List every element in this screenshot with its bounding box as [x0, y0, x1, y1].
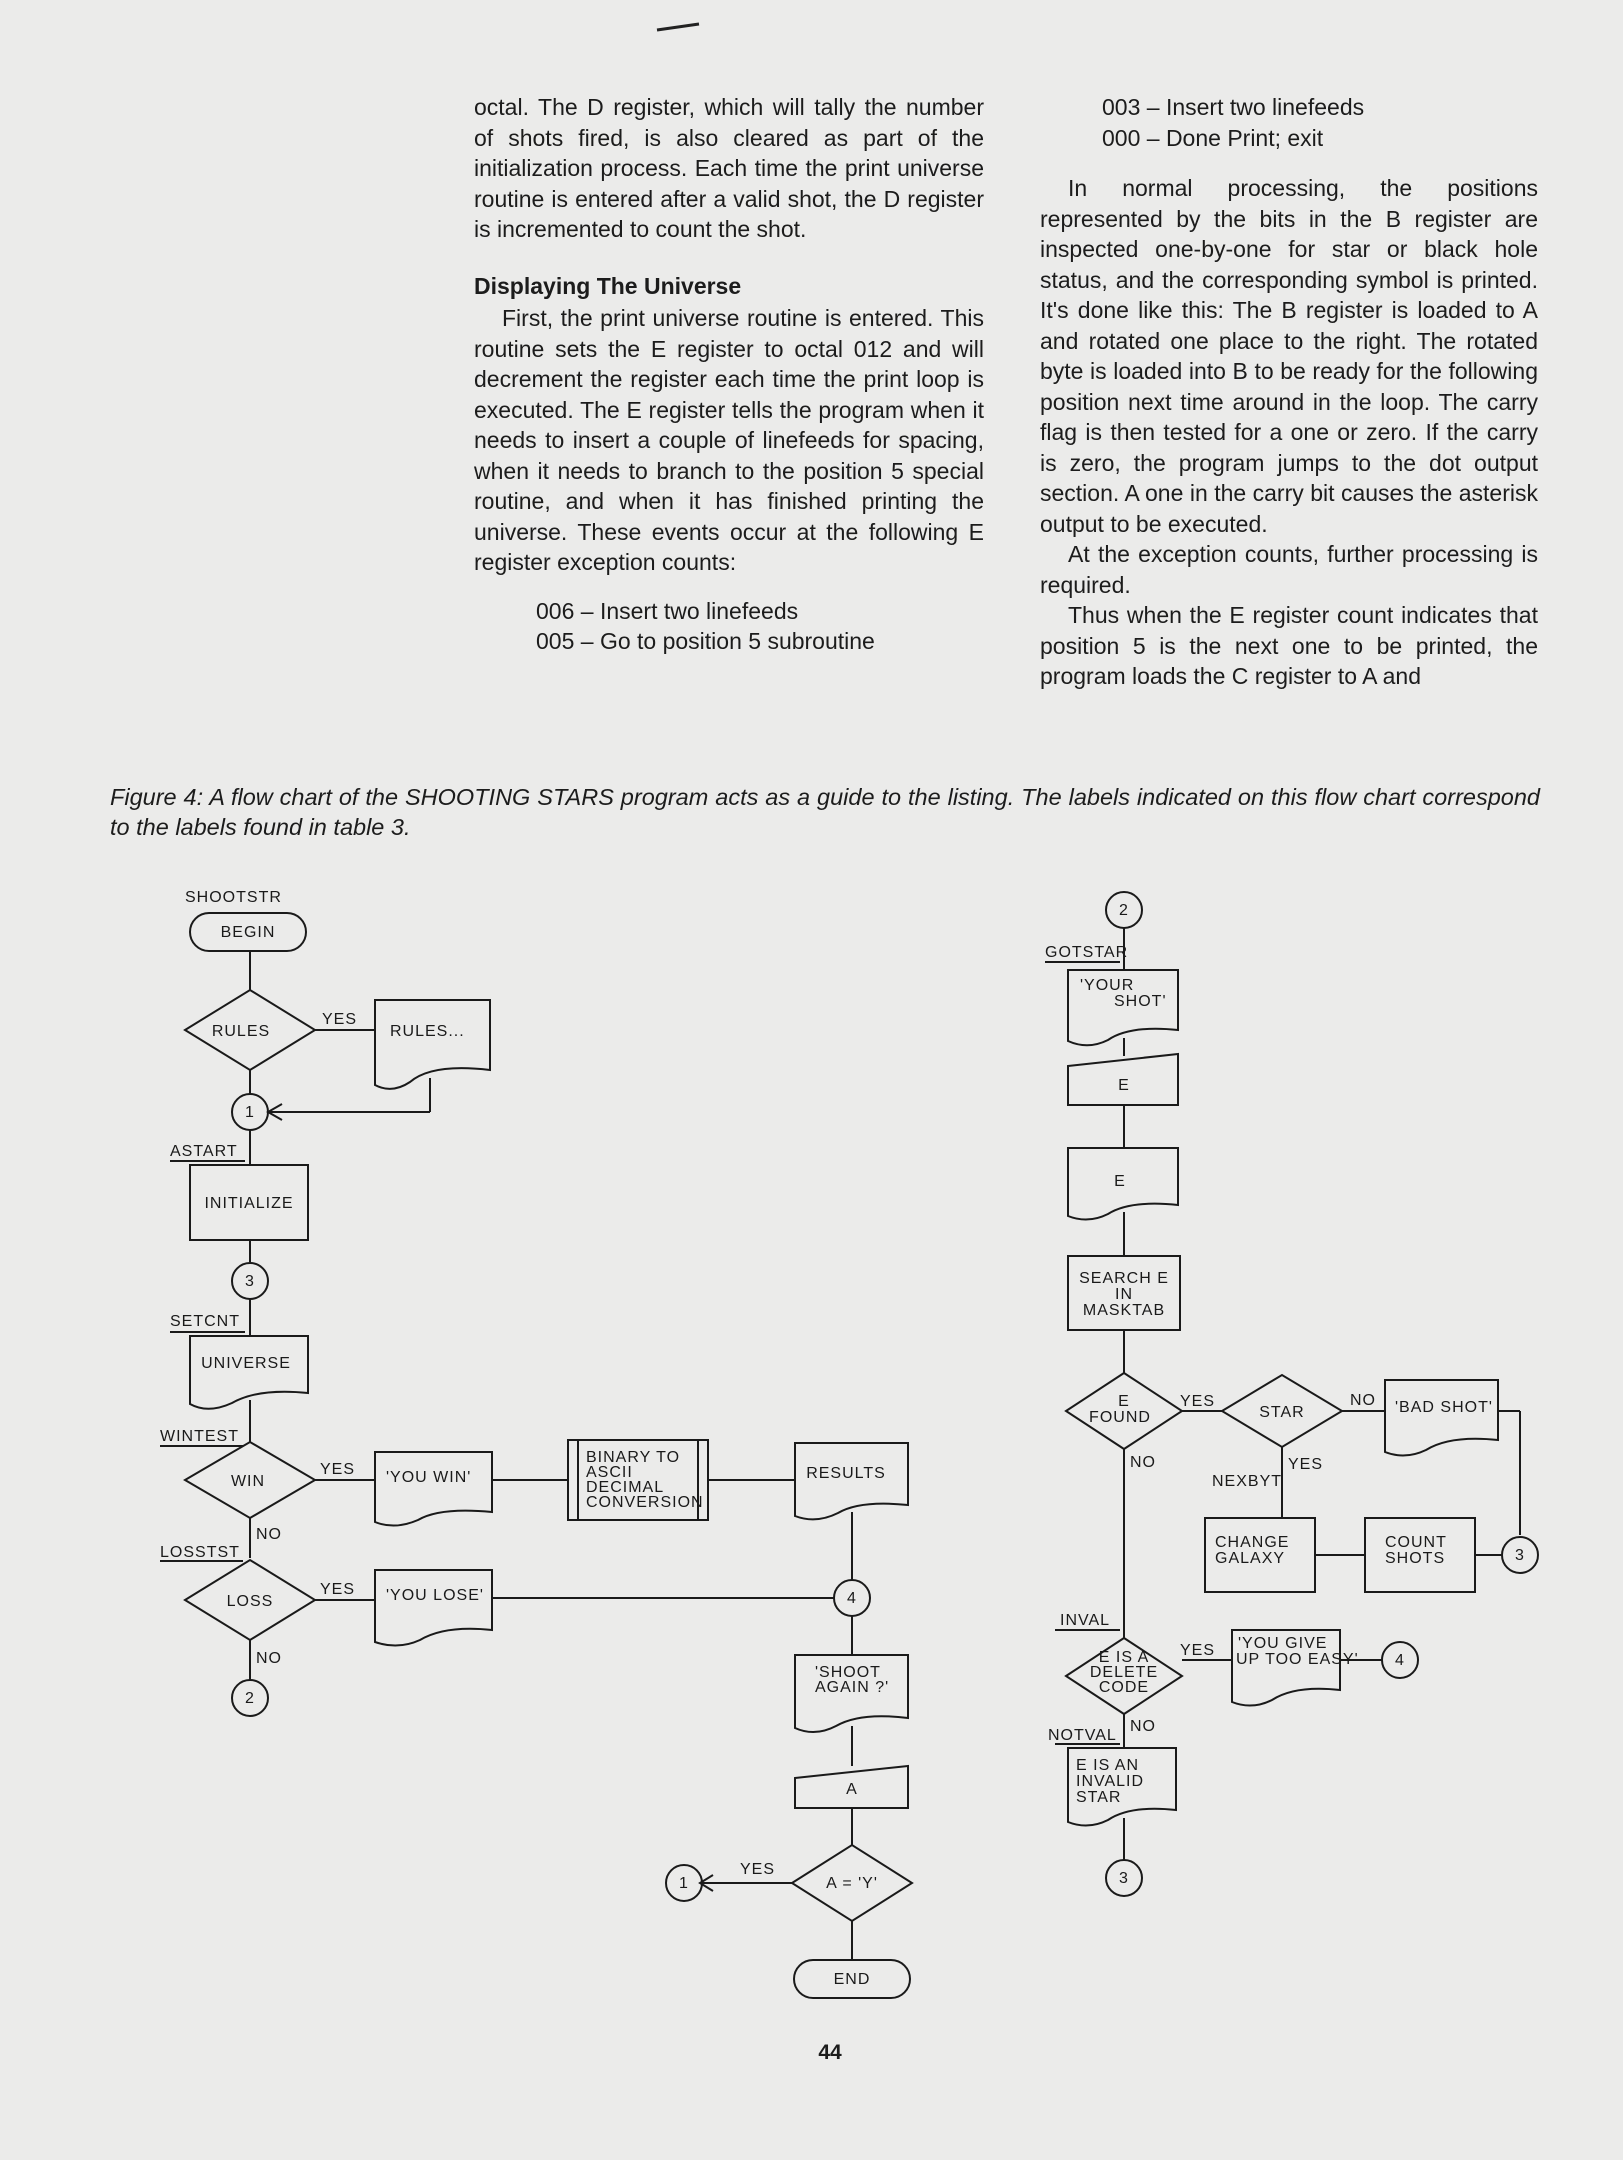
connector-1b: 1 — [679, 1875, 689, 1892]
label-gotstar: GOTSTAR — [1045, 944, 1128, 961]
label-yes: YES — [320, 1461, 355, 1478]
document-give-up-line: UP TOO EASY' — [1236, 1651, 1359, 1668]
label-yes: YES — [1180, 1393, 1215, 1410]
process-binary-line: BINARY TO — [586, 1449, 680, 1466]
label-yes: YES — [322, 1011, 357, 1028]
section-heading: Displaying The Universe — [474, 272, 742, 299]
code-line: 000 – Done Print; exit — [1102, 124, 1324, 151]
document-print-e: E — [1114, 1173, 1126, 1190]
decision-win: WIN — [231, 1473, 265, 1490]
process-change-galaxy-line: CHANGE — [1215, 1534, 1289, 1551]
label-no: NO — [1130, 1718, 1156, 1735]
document-shoot-again-line: 'SHOOT — [815, 1664, 881, 1681]
label-astart: ASTART — [170, 1143, 238, 1160]
document-bad-shot: 'BAD SHOT' — [1395, 1399, 1493, 1416]
document-you-win: 'YOU WIN' — [386, 1469, 471, 1486]
document-your-shot-line: 'YOUR — [1080, 977, 1134, 994]
input-a: A — [846, 1781, 858, 1798]
process-count-shots-line: SHOTS — [1385, 1550, 1445, 1567]
process-count-shots-line: COUNT — [1385, 1534, 1447, 1551]
decision-a-equals-y: A = 'Y' — [826, 1875, 878, 1892]
connector-3-right: 3 — [1515, 1547, 1525, 1564]
decision-e-found-line: FOUND — [1089, 1409, 1151, 1426]
document-invalid-star-line: INVALID — [1076, 1773, 1144, 1790]
process-binary-line: DECIMAL — [586, 1479, 664, 1496]
label-no: NO — [256, 1526, 282, 1543]
document-rules-print: RULES... — [390, 1023, 465, 1040]
right-paragraph-2: At the exception counts, further process… — [1040, 541, 1538, 598]
process-change-galaxy-line: GALAXY — [1215, 1550, 1285, 1567]
label-yes: YES — [320, 1581, 355, 1598]
right-paragraph-1: In normal processing, the positions repr… — [1040, 175, 1538, 537]
label-yes: YES — [740, 1861, 775, 1878]
document-you-lose: 'YOU LOSE' — [386, 1587, 484, 1604]
decision-star: STAR — [1259, 1404, 1304, 1421]
process-search-line: SEARCH E — [1079, 1270, 1169, 1287]
connector-2: 2 — [245, 1690, 255, 1707]
left-paragraph-1: octal. The D register, which will tally … — [474, 94, 984, 242]
exception-codes-left: 006 – Insert two linefeeds 005 – Go to p… — [536, 596, 984, 657]
connector-4: 4 — [847, 1590, 857, 1607]
code-line: 003 – Insert two linefeeds — [1102, 94, 1365, 120]
document-results: RESULTS — [806, 1465, 886, 1482]
left-paragraph-2: First, the print universe routine is ent… — [474, 305, 984, 575]
document-give-up-line: 'YOU GIVE — [1238, 1635, 1327, 1652]
document-universe: UNIVERSE — [201, 1355, 291, 1372]
decision-delete-code-line: DELETE — [1090, 1664, 1158, 1681]
document-invalid-star-line: E IS AN — [1076, 1757, 1139, 1774]
decision-loss: LOSS — [227, 1593, 274, 1610]
page-top-mark — [656, 22, 700, 32]
decision-delete-code-line: CODE — [1099, 1679, 1149, 1696]
left-column: octal. The D register, which will tally … — [474, 92, 984, 657]
connector-3: 3 — [245, 1273, 255, 1290]
connector-1: 1 — [245, 1104, 255, 1121]
label-notval: NOTVAL — [1048, 1727, 1117, 1744]
document-shoot-again-line: AGAIN ?' — [815, 1679, 889, 1696]
decision-e-found-line: E — [1118, 1393, 1130, 1410]
right-paragraph-3: Thus when the E register count indicates… — [1040, 602, 1538, 689]
flowchart: SHOOTSTR BEGIN RULES YES RULES... 1 ASTA… — [160, 889, 1539, 1999]
connector-2-right: 2 — [1119, 902, 1129, 919]
process-binary-line: ASCII — [586, 1464, 633, 1481]
label-no: NO — [1350, 1392, 1376, 1409]
document-your-shot-line: SHOT' — [1114, 993, 1167, 1010]
label-no: NO — [1130, 1454, 1156, 1471]
label-inval: INVAL — [1060, 1612, 1110, 1629]
process-search-line: MASKTAB — [1083, 1302, 1165, 1319]
input-e: E — [1118, 1077, 1130, 1094]
connector-4-right: 4 — [1395, 1652, 1405, 1669]
flowchart-lines — [160, 891, 1539, 1999]
process-binary-line: CONVERSION — [586, 1494, 704, 1511]
page-number: 44 — [818, 2041, 842, 2064]
code-line: 005 – Go to position 5 subroutine — [536, 628, 875, 654]
terminal-end: END — [834, 1971, 871, 1988]
decision-rules: RULES — [212, 1023, 270, 1040]
label-yes: YES — [1288, 1456, 1323, 1473]
label-setcnt: SETCNT — [170, 1313, 240, 1330]
connector-3b-right: 3 — [1119, 1870, 1129, 1887]
process-initialize: INITIALIZE — [204, 1195, 293, 1212]
right-column: 003 – Insert two linefeeds 000 – Done Pr… — [1040, 92, 1538, 692]
code-line: 006 – Insert two linefeeds — [536, 597, 799, 624]
label-wintest: WINTEST — [160, 1428, 239, 1445]
terminal-begin: BEGIN — [221, 924, 276, 941]
document-invalid-star-line: STAR — [1076, 1789, 1121, 1806]
figure-caption: Figure 4: A flow chart of the SHOOTING S… — [110, 784, 1540, 840]
label-no: NO — [256, 1650, 282, 1667]
label-losstst: LOSSTST — [160, 1544, 240, 1561]
label-nexbyt: NEXBYT — [1212, 1473, 1282, 1490]
exception-codes-right: 003 – Insert two linefeeds 000 – Done Pr… — [1102, 92, 1538, 153]
decision-delete-code-line: E IS A — [1099, 1649, 1149, 1666]
process-search-line: IN — [1115, 1286, 1133, 1303]
label-shootstr: SHOOTSTR — [185, 889, 282, 906]
label-yes: YES — [1180, 1642, 1215, 1659]
